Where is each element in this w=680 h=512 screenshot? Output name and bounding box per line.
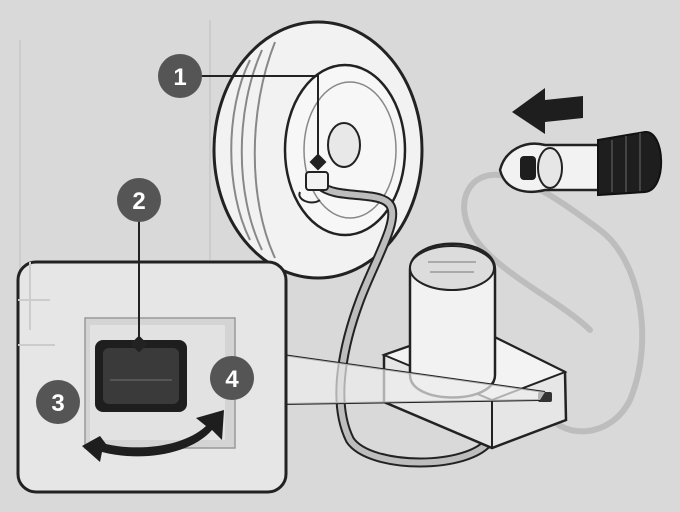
valve-connector: [305, 171, 329, 191]
callout-3-label: 3: [51, 390, 64, 417]
air-hose: [298, 171, 495, 468]
callout-2-label: 2: [132, 188, 145, 215]
callout-3: 3: [36, 380, 80, 424]
callout-4-label: 4: [225, 366, 239, 393]
callout-4: 4: [210, 356, 254, 400]
rotation-arrow-icon: [82, 410, 224, 462]
callout-1-label: 1: [173, 64, 186, 91]
inset-zoom-lines: [282, 354, 546, 405]
direction-arrow-icon: [512, 88, 583, 134]
callout-2: 2: [117, 178, 161, 222]
power-cable: [461, 171, 646, 435]
wheel-hub: [327, 122, 361, 168]
power-plug: [498, 130, 663, 197]
leader-lines: [130, 75, 327, 353]
callout-1: 1: [158, 54, 202, 98]
switch-detail-inset: [16, 260, 288, 494]
